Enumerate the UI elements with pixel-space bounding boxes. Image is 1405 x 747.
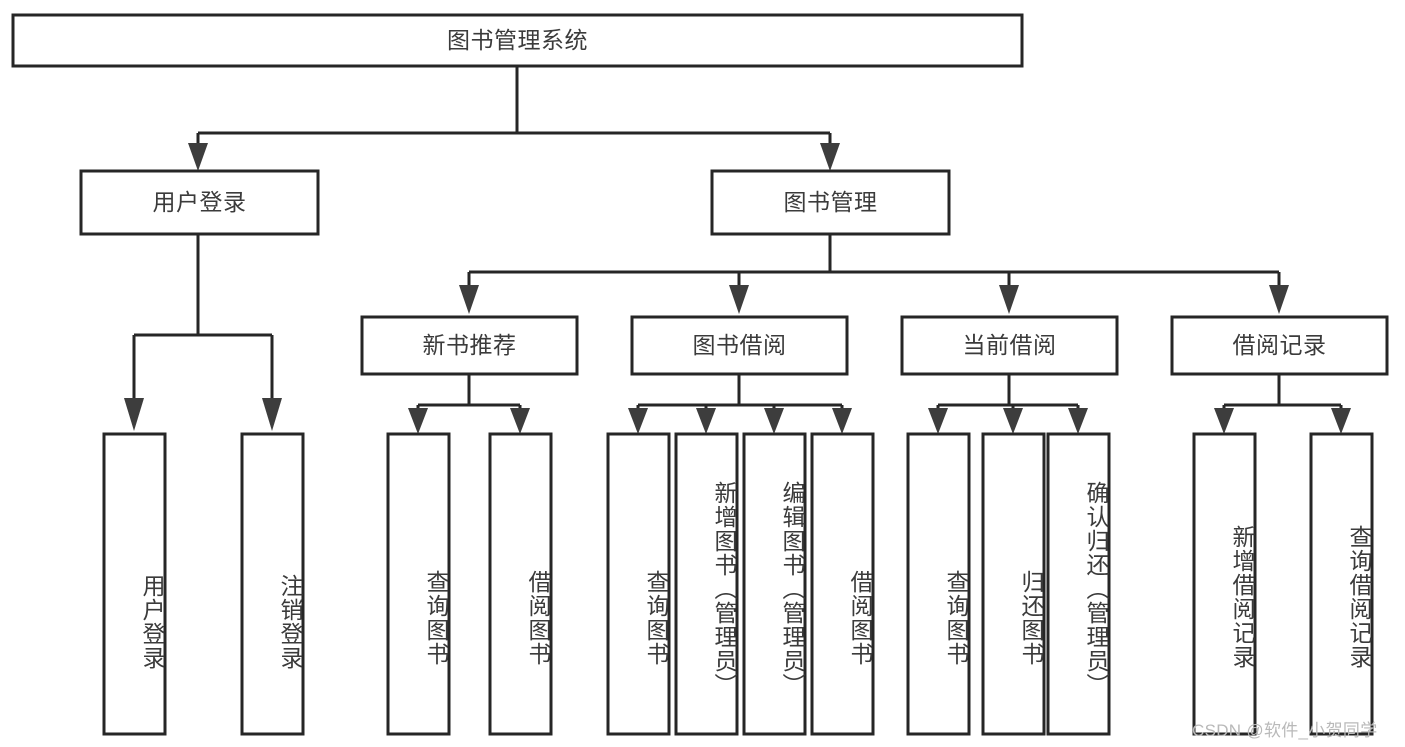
arrow-head-icon <box>1068 408 1088 434</box>
node-box-book-management[interactable] <box>710 169 951 236</box>
arrow-head-icon <box>928 408 948 434</box>
node-box-leaf[interactable] <box>1309 432 1374 736</box>
arrow-head-icon <box>1214 408 1234 434</box>
arrow-head-icon <box>729 285 749 314</box>
arrow-head-icon <box>510 408 530 434</box>
connector-bookborrow-to-leaves <box>628 374 852 434</box>
connector-userlogin-to-leaves <box>124 234 282 431</box>
arrow-head-icon <box>1003 408 1023 434</box>
node-box-current-borrow[interactable] <box>900 315 1119 376</box>
node-box-leaf[interactable] <box>386 432 451 736</box>
node-box-root[interactable] <box>11 13 1024 68</box>
connector-currentborrow-to-leaves <box>928 374 1088 434</box>
arrow-head-icon <box>696 408 716 434</box>
connector-root-to-level2 <box>188 66 840 171</box>
arrow-head-icon <box>1331 408 1351 434</box>
connector-booksys-to-level3 <box>459 234 1289 314</box>
node-box-leaf[interactable] <box>742 432 807 736</box>
node-box-book-borrow[interactable] <box>630 315 849 376</box>
node-box-new-book-recommend[interactable] <box>360 315 579 376</box>
watermark-text: CSDN @软件_小贺同学 <box>1192 721 1378 740</box>
arrow-head-icon <box>408 408 428 434</box>
connector-newbook-to-leaves <box>408 374 530 434</box>
connector-borrowrecord-to-leaves <box>1214 374 1351 434</box>
arrow-head-icon <box>262 398 282 431</box>
node-box-leaf[interactable] <box>102 432 167 736</box>
arrow-head-icon <box>1269 285 1289 314</box>
node-box-leaf[interactable] <box>240 432 305 736</box>
node-box-leaf[interactable] <box>981 432 1046 736</box>
node-box-borrow-record[interactable] <box>1170 315 1389 376</box>
node-box-leaf[interactable] <box>606 432 671 736</box>
node-box-leaf[interactable] <box>1192 432 1257 736</box>
arrow-head-icon <box>124 398 144 431</box>
arrow-head-icon <box>832 408 852 434</box>
arrow-head-icon <box>999 285 1019 314</box>
arrow-head-icon <box>820 143 840 171</box>
node-box-leaf[interactable] <box>1046 432 1111 736</box>
arrow-head-icon <box>459 285 479 314</box>
node-box-leaf[interactable] <box>906 432 971 736</box>
node-box-leaf[interactable] <box>488 432 553 736</box>
node-box-user-login[interactable] <box>79 169 320 236</box>
node-box-leaf[interactable] <box>674 432 739 736</box>
node-box-leaf[interactable] <box>810 432 875 736</box>
arrow-head-icon <box>628 408 648 434</box>
arrow-head-icon <box>188 143 208 171</box>
arrow-head-icon <box>764 408 784 434</box>
